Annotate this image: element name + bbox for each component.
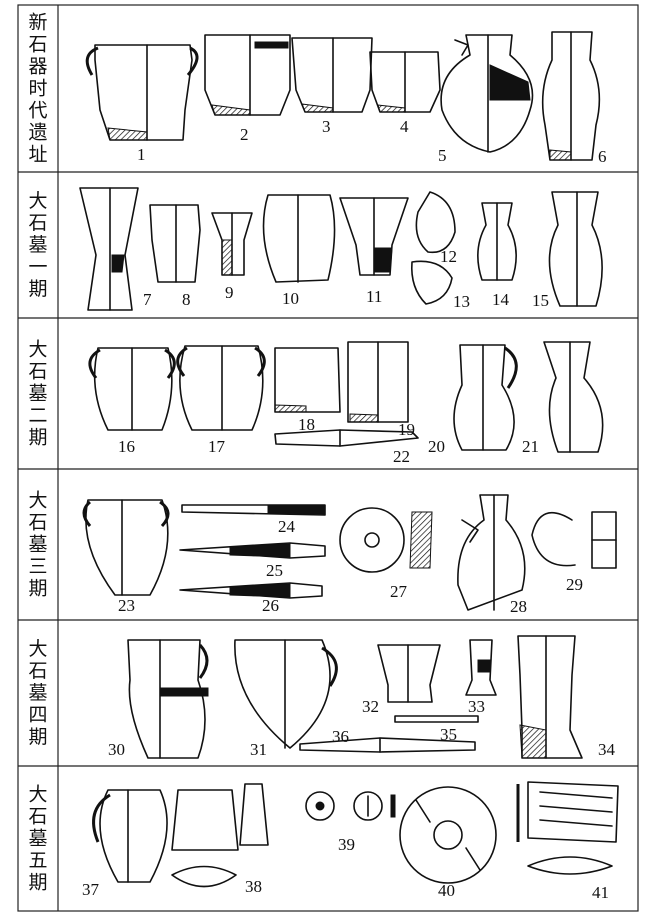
figure-number: 21 <box>522 437 539 456</box>
row-label-phase-5: 大石墓五期 <box>28 784 47 894</box>
figure-number: 16 <box>118 437 135 456</box>
artifact-36-drawing <box>299 737 476 753</box>
artifact-12-drawing <box>415 191 456 254</box>
row-phase-1-drawings <box>79 187 603 311</box>
artifact-23-drawing <box>82 499 170 596</box>
artifact-1-drawing <box>85 44 199 141</box>
artifact-25-drawing <box>179 542 326 559</box>
figure-number: 17 <box>208 437 226 456</box>
row-phase-5-drawings <box>92 781 619 888</box>
artifact-18-drawing <box>274 347 341 413</box>
artifact-21-drawing <box>543 341 604 453</box>
figure-number: 8 <box>182 290 191 309</box>
artifact-29-drawing <box>531 511 617 569</box>
figure-number: 30 <box>108 740 125 759</box>
artifact-40-drawing <box>399 786 497 884</box>
artifact-3-drawing <box>291 37 373 113</box>
figure-number: 36 <box>332 727 349 746</box>
artifact-2-drawing <box>204 34 291 116</box>
figure-number: 38 <box>245 877 262 896</box>
figure-number: 35 <box>440 725 457 744</box>
artifact-4-drawing <box>369 51 441 113</box>
figure-number: 25 <box>266 561 283 580</box>
figure-number: 27 <box>390 582 408 601</box>
artifact-16-drawing <box>88 347 176 431</box>
figure-number: 10 <box>282 289 299 308</box>
artifact-38-drawing <box>171 783 269 888</box>
figure-number: 28 <box>510 597 527 616</box>
row-label-phase-3: 大石墓三期 <box>28 490 47 600</box>
figure-number: 23 <box>118 596 135 615</box>
figure-number: 7 <box>143 290 152 309</box>
row-label-phase-4: 大石墓四期 <box>28 638 47 748</box>
figure-number: 29 <box>566 575 583 594</box>
artifact-9-drawing <box>211 212 253 276</box>
figure-number: 41 <box>592 883 609 902</box>
figure-number: 22 <box>393 447 410 466</box>
artifact-22-drawing <box>274 429 419 447</box>
figure-number: 33 <box>468 697 485 716</box>
artifact-37-drawing <box>92 789 168 883</box>
figure-number: 26 <box>262 596 279 615</box>
artifact-11-drawing <box>339 197 409 276</box>
figure-number: 3 <box>322 117 331 136</box>
figure-numbers: 1 2 3 4 5 6 7 8 9 10 11 12 13 14 15 16 1… <box>82 117 616 902</box>
figure-number: 1 <box>137 145 146 164</box>
artifact-41-drawing <box>516 781 619 875</box>
figure-number: 18 <box>298 415 315 434</box>
figure-number: 20 <box>428 437 445 456</box>
figure-number: 39 <box>338 835 355 854</box>
artifact-7-drawing <box>79 187 139 311</box>
figure-number: 40 <box>438 881 455 900</box>
row-phase-4-drawings <box>127 635 583 759</box>
row-phase-3-drawings <box>82 494 617 611</box>
figure-number: 6 <box>598 147 607 166</box>
artifact-5-drawing <box>440 34 534 153</box>
artifact-32-drawing <box>377 644 441 703</box>
figure-number: 24 <box>278 517 296 536</box>
artifact-34-drawing <box>517 635 583 759</box>
row-label-neolithic: 新石器时代遗址 <box>28 12 47 166</box>
figure-number: 12 <box>440 247 457 266</box>
table-grid <box>17 4 639 912</box>
artifact-20-drawing <box>453 344 518 451</box>
figure-number: 2 <box>240 125 249 144</box>
artifact-30-drawing <box>127 639 209 759</box>
figure-number: 19 <box>398 420 415 439</box>
figure-number: 37 <box>82 880 100 899</box>
artifact-6-drawing <box>541 31 601 161</box>
artifact-35-drawing <box>394 715 479 723</box>
artifact-8-drawing <box>149 204 201 283</box>
row-neolithic-drawings <box>85 31 601 161</box>
figure-number: 34 <box>598 740 616 759</box>
artifact-15-drawing <box>548 191 603 307</box>
artifact-28-drawing <box>457 494 526 611</box>
figure-number: 4 <box>400 117 409 136</box>
figure-number: 13 <box>453 292 470 311</box>
artifact-31-drawing <box>234 639 338 749</box>
artifact-17-drawing <box>176 345 266 431</box>
figure-number: 14 <box>492 290 510 309</box>
row-labels: 新石器时代遗址 大石墓一期 大石墓二期 大石墓三期 大石墓四期 大石墓五期 <box>28 12 47 894</box>
artifact-10-drawing <box>262 194 336 283</box>
figure-number: 5 <box>438 146 447 165</box>
artifact-33-drawing <box>465 639 497 696</box>
artifact-13-drawing <box>410 260 453 305</box>
artifact-27-drawing <box>339 507 433 573</box>
artifact-26-drawing <box>179 582 323 599</box>
figure-number: 31 <box>250 740 267 759</box>
figure-number: 32 <box>362 697 379 716</box>
artifact-14-drawing <box>477 202 517 281</box>
artifact-39-drawing <box>305 791 396 821</box>
figure-number: 9 <box>225 283 234 302</box>
artifact-19-drawing <box>347 341 409 423</box>
row-label-phase-2: 大石墓二期 <box>28 339 47 449</box>
artifact-24-drawing <box>181 504 326 516</box>
figure-number: 15 <box>532 291 549 310</box>
row-phase-2-drawings <box>88 341 604 453</box>
figure-number: 11 <box>366 287 382 306</box>
row-label-phase-1: 大石墓一期 <box>28 190 47 300</box>
